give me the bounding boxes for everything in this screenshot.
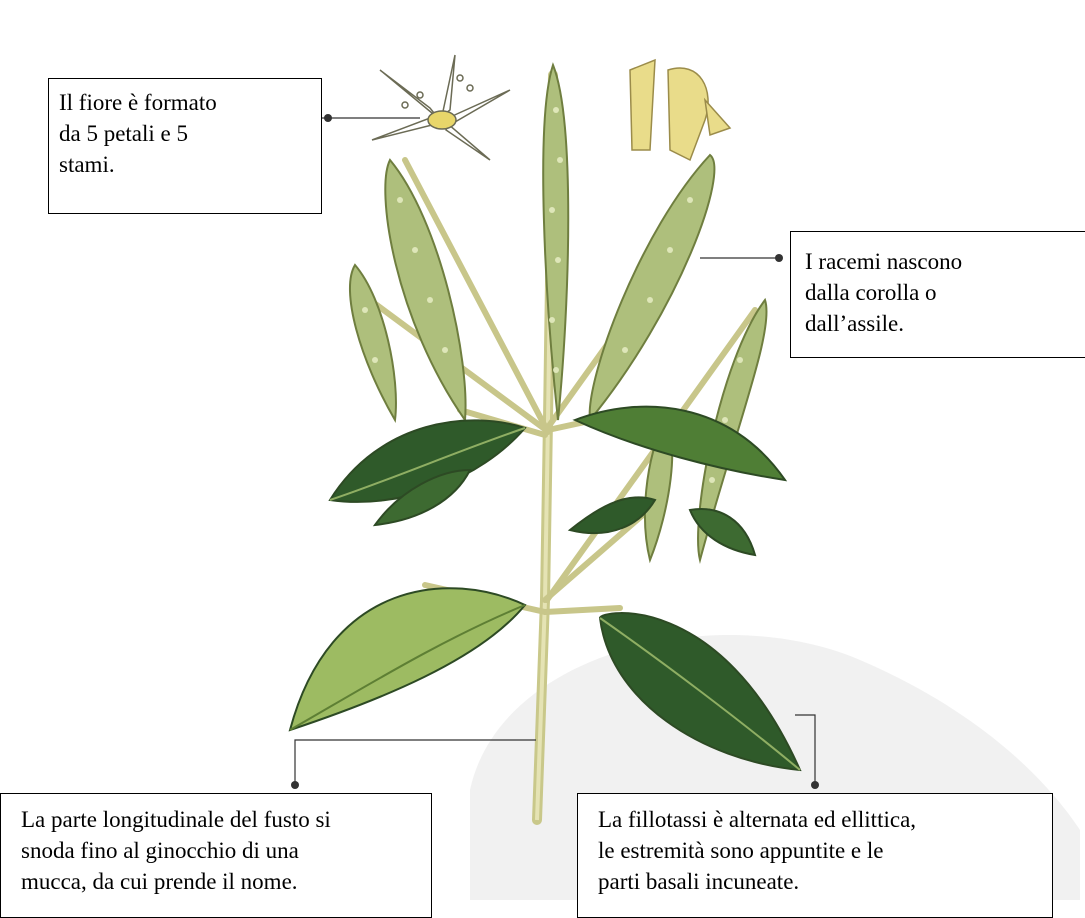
flower-detail	[372, 55, 510, 160]
callout-racemes: I racemi nascono dalla corolla o dall’as…	[790, 231, 1085, 358]
leaf-upper-right	[575, 407, 785, 480]
stamen-detail	[630, 60, 730, 160]
callout-leaves: La fillotassi è alternata ed ellittica, …	[577, 793, 1053, 918]
leaf-mid-right	[570, 497, 655, 533]
callout-stem-text: La parte longitudinale del fusto si snod…	[21, 804, 411, 897]
raceme-right	[590, 155, 715, 420]
callout-flower: Il fiore è formato da 5 petali e 5 stami…	[48, 78, 322, 214]
callout-racemes-text: I racemi nascono dalla corolla o dall’as…	[805, 246, 1075, 339]
callout-stem: La parte longitudinale del fusto si snod…	[0, 793, 432, 918]
callout-leaves-text: La fillotassi è alternata ed ellittica, …	[598, 804, 1032, 897]
raceme-far-left	[350, 265, 396, 420]
callout-flower-text: Il fiore è formato da 5 petali e 5 stami…	[59, 87, 311, 180]
